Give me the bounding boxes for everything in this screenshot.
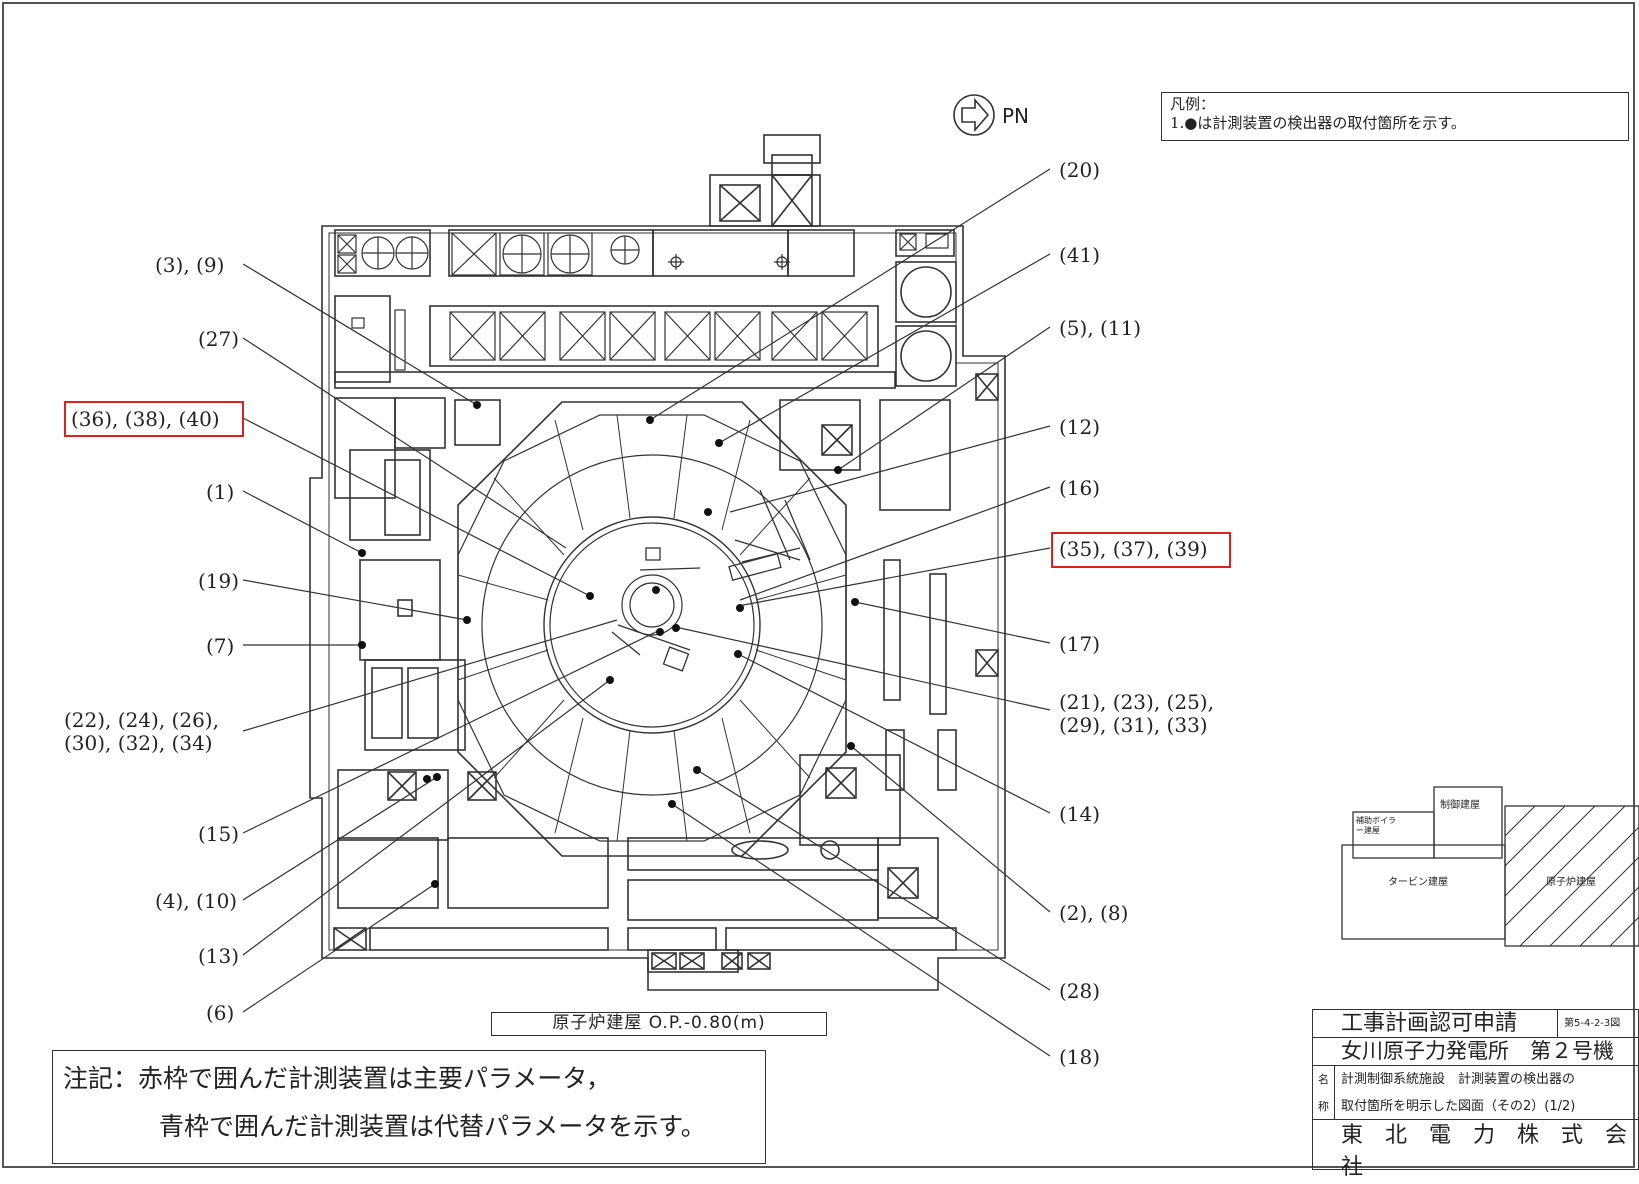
label-3-9: (3), (9) (155, 253, 225, 277)
label-30-32-34: (30), (32), (34) (64, 731, 213, 755)
note-line-1: 注記：赤枠で囲んだ計測装置は主要パラメータ， (63, 1064, 612, 1093)
label-7: (7) (206, 634, 235, 658)
label-41: (41) (1059, 243, 1101, 267)
tb-name-label-1: 名 (1318, 1073, 1329, 1086)
keymap-turbine: タービン建屋 (1388, 877, 1448, 888)
note-box: 注記：赤枠で囲んだ計測装置は主要パラメータ， 青枠で囲んだ計測装置は代替パラメー… (52, 1050, 766, 1164)
reactor-mid-circle (481, 454, 823, 796)
label-5-11: (5), (11) (1059, 316, 1142, 340)
label-15: (15) (198, 822, 240, 846)
tb-plant: 女川原子力発電所 第２号機 (1313, 1038, 1638, 1066)
label-21-23-25: (21), (23), (25), (1059, 690, 1214, 714)
legend-box: 凡例： 1.●は計測装置の検出器の取付箇所を示す。 (1161, 92, 1629, 141)
label-13: (13) (198, 944, 240, 968)
keymap-control: 制御建屋 (1440, 800, 1480, 811)
label-17: (17) (1059, 632, 1101, 656)
keymap-boiler: 補助ボイラー建屋 (1356, 816, 1396, 835)
label-36-38-40: (36), (38), (40) (71, 407, 220, 431)
label-6: (6) (206, 1001, 235, 1025)
keymap-reactor: 原子炉建屋 (1546, 877, 1596, 888)
label-4-10: (4), (10) (155, 889, 238, 913)
note-line-2: 青枠で囲んだ計測装置は代替パラメータを示す。 (159, 1112, 706, 1141)
label-1: (1) (206, 480, 235, 504)
highlight-box-primary-left (64, 401, 244, 437)
highlight-box-primary-right (1051, 532, 1231, 568)
label-29-31-33: (29), (31), (33) (1059, 713, 1208, 737)
detector-dots (358, 401, 859, 888)
north-arrow-icon (953, 94, 995, 136)
label-22-24-26: (22), (24), (26), (64, 708, 219, 732)
tb-name-line-1: 計測制御系統施設 計測装置の検出器の (1341, 1072, 1576, 1087)
tb-figure-number: 第5-4-2-3図 (1564, 1018, 1621, 1029)
label-16: (16) (1059, 476, 1101, 500)
label-2-8: (2), (8) (1059, 901, 1129, 925)
title-block: 工事計画認可申請 第5-4-2-3図 女川原子力発電所 第２号機 名 称 計測制… (1312, 1009, 1639, 1180)
tb-application: 工事計画認可申請 (1313, 1010, 1558, 1037)
label-19: (19) (198, 569, 240, 593)
tb-name-line-2: 取付箇所を明示した図面（その2）(1/2) (1341, 1099, 1576, 1114)
north-label: PN (1002, 104, 1030, 128)
building-outline (309, 225, 1006, 991)
tb-name-label-2: 称 (1318, 1100, 1329, 1113)
floor-label: 原子炉建屋 O.P.-0.80(m) (491, 1012, 827, 1036)
legend-item: 1.●は計測装置の検出器の取付箇所を示す。 (1170, 114, 1466, 132)
label-14: (14) (1059, 802, 1101, 826)
label-12: (12) (1059, 415, 1101, 439)
tb-company: 東 北 電 力 株 式 会 社 (1341, 1123, 1639, 1180)
key-map (1341, 786, 1639, 947)
label-28: (28) (1059, 979, 1101, 1003)
legend-title: 凡例： (1170, 95, 1216, 113)
label-35-37-39: (35), (37), (39) (1059, 537, 1208, 561)
label-27: (27) (198, 327, 240, 351)
label-20: (20) (1059, 158, 1101, 182)
label-18: (18) (1059, 1045, 1101, 1069)
